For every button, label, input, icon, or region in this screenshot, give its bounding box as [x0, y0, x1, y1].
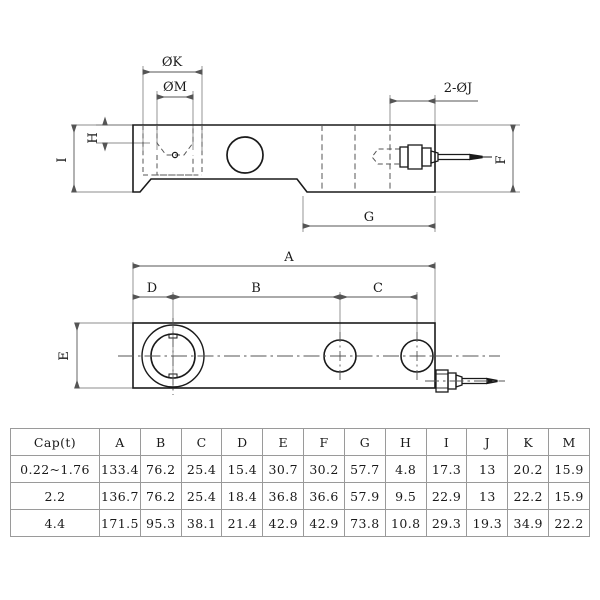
table-header-a: A	[99, 428, 141, 456]
table-cell: 29.3	[425, 509, 468, 537]
label-e: E	[57, 351, 72, 361]
table-cell: 15.9	[548, 482, 590, 510]
table-cell: 13	[466, 455, 509, 483]
label-i: I	[55, 157, 70, 162]
table-cell: 42.9	[303, 509, 345, 537]
table-header-h: H	[384, 428, 427, 456]
table-cell: 133.4	[99, 455, 141, 483]
plan-view-vertical-center-lines	[172, 318, 418, 395]
table-header-f: F	[303, 428, 345, 456]
table-cell: 30.7	[262, 455, 305, 483]
label-b: B	[251, 281, 261, 296]
table-header-d: D	[221, 428, 264, 456]
side-view: ØK ØM H I 2-ØJ F G	[55, 55, 520, 232]
table-cell: 36.6	[303, 482, 345, 510]
specification-table: Cap(t) A B C D E F G H I J K M 0.22~1.	[10, 428, 590, 537]
table-cell: 15.4	[221, 455, 264, 483]
side-view-hidden-cable-bore	[371, 148, 400, 165]
label-phi-k: ØK	[162, 55, 183, 70]
table-cell: 22.9	[425, 482, 468, 510]
table-header-c: C	[180, 428, 223, 456]
plan-view-keyway-top	[168, 333, 178, 339]
side-view-body-outline	[132, 124, 436, 193]
side-view-hidden-pocket	[142, 125, 203, 176]
table-cell: 95.3	[139, 509, 182, 537]
label-a: A	[283, 250, 294, 265]
table-cell: 0.22~1.76	[10, 455, 100, 483]
table-header-cap: Cap(t)	[10, 428, 100, 456]
side-view-center-hole	[171, 151, 179, 159]
table-cell: 22.2	[548, 509, 590, 537]
table-cell: 10.8	[384, 509, 427, 537]
table-cell: 76.2	[139, 455, 182, 483]
table-cell: 36.8	[262, 482, 305, 510]
table-header-e: E	[262, 428, 305, 456]
table-cell: 4.4	[10, 509, 100, 537]
table-cell: 30.2	[303, 455, 345, 483]
table-cell: 38.1	[180, 509, 223, 537]
table-cell: 19.3	[466, 509, 509, 537]
table-header-i: I	[425, 428, 468, 456]
table-cell: 57.7	[343, 455, 386, 483]
plan-view-keyway-bottom	[168, 373, 178, 379]
label-c: C	[373, 281, 383, 296]
label-d: D	[147, 281, 157, 296]
table-cell: 25.4	[180, 482, 223, 510]
specification-table-wrap: Cap(t) A B C D E F G H I J K M 0.22~1.	[10, 428, 590, 537]
side-view-hidden-partitions	[321, 125, 391, 192]
plan-view-plate-outline	[132, 322, 436, 389]
plan-view: A D B C E	[57, 250, 505, 395]
table-cell: 18.4	[221, 482, 264, 510]
table-cell: 25.4	[180, 455, 223, 483]
table-cell: 20.2	[507, 455, 550, 483]
table-row: 4.4 171.5 95.3 38.1 21.4 42.9 42.9 73.8 …	[10, 509, 590, 537]
table-cell: 22.2	[507, 482, 550, 510]
plan-view-dimension-lines	[74, 263, 436, 389]
table-cell: 57.9	[343, 482, 386, 510]
table-cell: 76.2	[139, 482, 182, 510]
label-f: F	[494, 155, 509, 164]
side-view-dimension-lines	[71, 69, 516, 229]
table-row: 0.22~1.76 133.4 76.2 25.4 15.4 30.7 30.2…	[10, 455, 590, 483]
table-cell: 2.2	[10, 482, 100, 510]
table-header-row: Cap(t) A B C D E F G H I J K M	[10, 428, 590, 456]
table-cell: 73.8	[343, 509, 386, 537]
cable-gland	[399, 144, 492, 170]
table-header-k: K	[507, 428, 550, 456]
table-cell: 21.4	[221, 509, 264, 537]
label-g: G	[364, 210, 374, 225]
table-cell: 15.9	[548, 455, 590, 483]
table-cell: 34.9	[507, 509, 550, 537]
table-cell: 13	[466, 482, 509, 510]
table-header-m: M	[548, 428, 590, 456]
table-cell: 4.8	[384, 455, 427, 483]
label-phi-m: ØM	[163, 80, 187, 95]
table-header-b: B	[139, 428, 182, 456]
label-two-phi-j: 2-ØJ	[444, 81, 473, 96]
table-header-g: G	[343, 428, 386, 456]
label-h: H	[86, 132, 101, 143]
side-view-through-hole	[226, 136, 264, 174]
table-cell: 42.9	[262, 509, 305, 537]
table-cell: 171.5	[99, 509, 141, 537]
table-row: 2.2 136.7 76.2 25.4 18.4 36.8 36.6 57.9 …	[10, 482, 590, 510]
table-cell: 17.3	[425, 455, 468, 483]
table-cell: 136.7	[99, 482, 141, 510]
table-cell: 9.5	[384, 482, 427, 510]
table-header-j: J	[466, 428, 509, 456]
